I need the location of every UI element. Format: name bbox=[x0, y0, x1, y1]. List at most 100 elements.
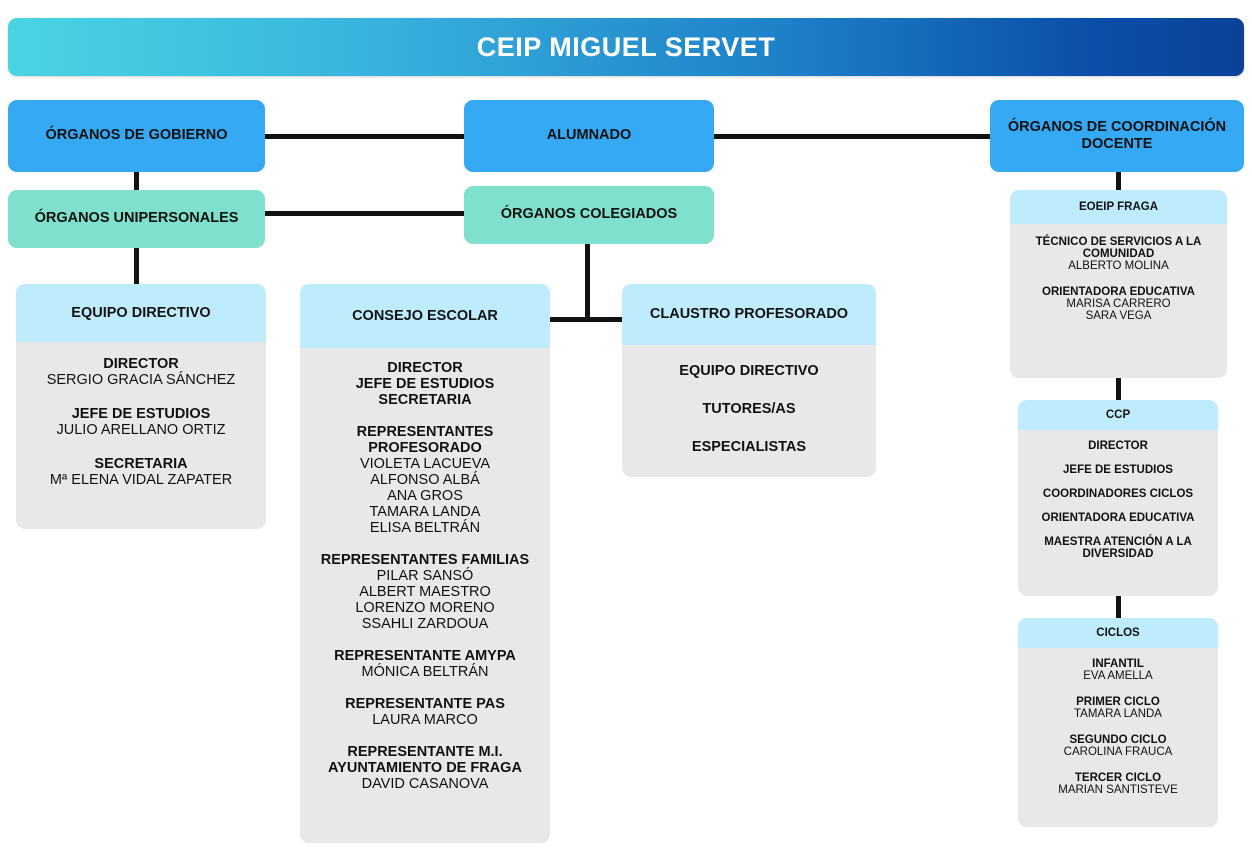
node-label: ÓRGANOS COLEGIADOS bbox=[500, 206, 678, 223]
node-organos-de-gobierno[interactable]: ÓRGANOS DE GOBIERNO bbox=[8, 100, 265, 172]
group-member: CAROLINA FRAUCA bbox=[1063, 746, 1173, 758]
list-item: ESPECIALISTAS bbox=[691, 439, 807, 455]
group-title: ORIENTADORA EDUCATIVA bbox=[1042, 286, 1195, 298]
page-title-banner: CEIP MIGUEL SERVET bbox=[8, 18, 1244, 76]
group-member: TAMARA LANDA bbox=[1074, 708, 1162, 720]
node-organos-unipersonales[interactable]: ÓRGANOS UNIPERSONALES bbox=[8, 190, 265, 248]
list-item: MAESTRA ATENCIÓN A LA DIVERSIDAD bbox=[1044, 536, 1192, 560]
group-member: MARISA CARRERO bbox=[1066, 298, 1171, 310]
connector-gobierno-alumnado bbox=[260, 134, 470, 139]
panel-eoeip-fraga[interactable]: EOEIP FRAGA TÉCNICO DE SERVICIOS A LA CO… bbox=[1010, 190, 1227, 378]
connector-ccp-ciclos bbox=[1116, 596, 1121, 618]
group-member: SSAHLI ZARDOUA bbox=[361, 616, 489, 632]
group-member: SERGIO GRACIA SÁNCHEZ bbox=[46, 372, 236, 388]
group-member: ALBERT MAESTRO bbox=[359, 584, 491, 600]
panel-header-claustro-profesorado: CLAUSTRO PROFESORADO bbox=[622, 284, 876, 345]
group-title: REPRESENTANTE M.I. AYUNTAMIENTO DE FRAGA bbox=[328, 744, 522, 776]
group-member: ELISA BELTRÁN bbox=[369, 520, 481, 536]
panel-header-ccp: CCP bbox=[1018, 400, 1218, 430]
group-title: REPRESENTANTES PROFESORADO bbox=[356, 424, 494, 456]
page-title: CEIP MIGUEL SERVET bbox=[476, 31, 776, 62]
node-label: ÓRGANOS DE GOBIERNO bbox=[45, 127, 228, 144]
connector-eoeip-ccp bbox=[1116, 378, 1121, 400]
group-block: REPRESENTANTE M.I. AYUNTAMIENTO DE FRAGA… bbox=[300, 744, 550, 792]
group-title: DIRECTOR bbox=[103, 356, 179, 372]
group-block: DIRECTOR bbox=[300, 360, 550, 376]
node-label: ÓRGANOS UNIPERSONALES bbox=[34, 210, 239, 227]
group-title: REPRESENTANTE PAS bbox=[345, 696, 505, 712]
group-member: ANA GROS bbox=[387, 488, 463, 504]
group-title: JEFE DE ESTUDIOS bbox=[71, 406, 211, 422]
group-title: TERCER CICLO bbox=[1074, 772, 1162, 784]
connector-coordinacion-eoeip bbox=[1116, 170, 1121, 190]
connector-colegiados-down bbox=[585, 244, 590, 320]
group-member: DAVID CASANOVA bbox=[361, 776, 489, 792]
group-member: ALFONSO ALBÁ bbox=[370, 472, 480, 488]
group-member: SARA VEGA bbox=[1085, 310, 1152, 322]
group-member: EVA AMELLA bbox=[1083, 670, 1153, 682]
group-title: TÉCNICO DE SERVICIOS A LA COMUNIDAD bbox=[1035, 236, 1202, 260]
group-title: INFANTIL bbox=[1092, 658, 1144, 670]
group-member: LAURA MARCO bbox=[372, 712, 478, 728]
group-member: JULIO ARELLANO ORTIZ bbox=[56, 422, 226, 438]
list-item: TUTORES/AS bbox=[702, 401, 796, 417]
list-item: EQUIPO DIRECTIVO bbox=[679, 363, 819, 379]
group-block: SECRETARIA bbox=[300, 392, 550, 408]
connector-unipersonales-colegiados bbox=[260, 211, 470, 216]
list-item: COORDINADORES CICLOS bbox=[1042, 488, 1194, 500]
group-member: Mª ELENA VIDAL ZAPATER bbox=[49, 472, 233, 488]
node-organos-colegiados[interactable]: ÓRGANOS COLEGIADOS bbox=[464, 186, 714, 244]
group-member: VIOLETA LACUEVA bbox=[359, 456, 490, 472]
panel-header-equipo-directivo: EQUIPO DIRECTIVO bbox=[16, 284, 266, 342]
node-label: ALUMNADO bbox=[546, 127, 632, 144]
group-title: SECRETARIA bbox=[378, 392, 472, 408]
group-title: REPRESENTANTES FAMILIAS bbox=[320, 552, 530, 568]
group-block: JEFE DE ESTUDIOS bbox=[300, 376, 550, 392]
connector-colegiados-split bbox=[540, 317, 650, 322]
group-member: LORENZO MORENO bbox=[355, 600, 495, 616]
group-title: DIRECTOR bbox=[387, 360, 463, 376]
node-alumnado[interactable]: ALUMNADO bbox=[464, 100, 714, 172]
group-member: PILAR SANSÓ bbox=[376, 568, 474, 584]
group-title: REPRESENTANTE AMYPA bbox=[334, 648, 516, 664]
group-member: MÓNICA BELTRÁN bbox=[361, 664, 489, 680]
connector-alumnado-coordinacion bbox=[710, 134, 995, 139]
connector-gobierno-unipersonales bbox=[134, 170, 139, 192]
panel-header-eoeip-fraga: EOEIP FRAGA bbox=[1010, 190, 1227, 224]
group-title: SEGUNDO CICLO bbox=[1069, 734, 1167, 746]
list-item: DIRECTOR bbox=[1088, 440, 1148, 452]
panel-header-consejo-escolar: CONSEJO ESCOLAR bbox=[300, 284, 550, 348]
panel-claustro-profesorado[interactable]: CLAUSTRO PROFESORADO EQUIPO DIRECTIVO TUT… bbox=[622, 284, 876, 477]
group-title: PRIMER CICLO bbox=[1076, 696, 1160, 708]
list-item: ORIENTADORA EDUCATIVA bbox=[1041, 512, 1195, 524]
group-member: ALBERTO MOLINA bbox=[1068, 260, 1169, 272]
panel-header-ciclos: CICLOS bbox=[1018, 618, 1218, 648]
group-title: SECRETARIA bbox=[94, 456, 188, 472]
node-label: ÓRGANOS DE COORDINACIÓN DOCENTE bbox=[1007, 118, 1227, 152]
node-organos-de-coordinacion-docente[interactable]: ÓRGANOS DE COORDINACIÓN DOCENTE bbox=[990, 100, 1244, 172]
group-member: TAMARA LANDA bbox=[369, 504, 481, 520]
group-member: MARIAN SANTISTEVE bbox=[1058, 784, 1178, 796]
